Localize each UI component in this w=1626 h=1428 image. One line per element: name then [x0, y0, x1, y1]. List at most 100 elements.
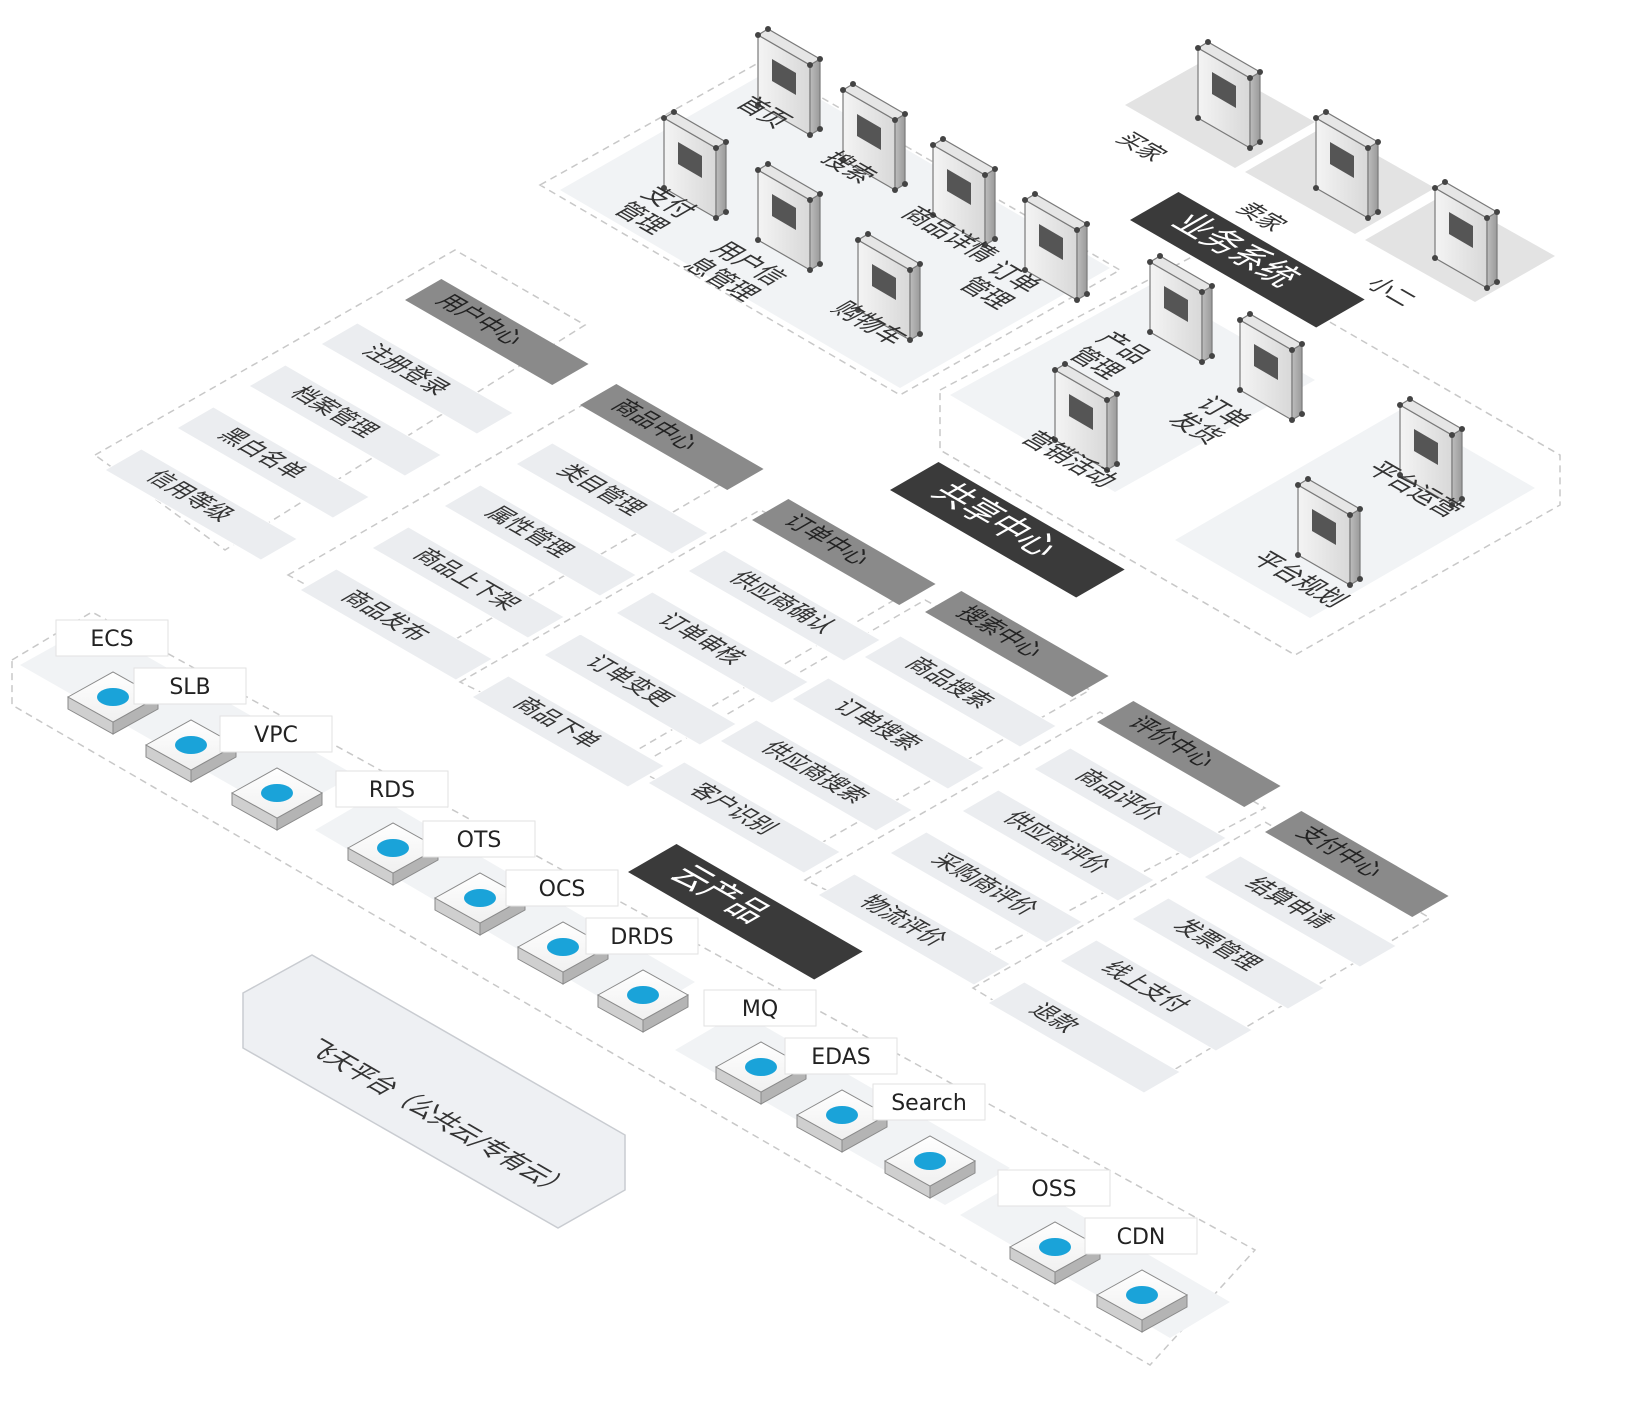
module-icon	[1414, 429, 1438, 465]
module-product_detail	[930, 136, 998, 248]
module-icon	[1039, 224, 1063, 260]
center-item-tile	[987, 981, 1182, 1094]
module-icon	[1449, 212, 1473, 248]
center-item-tile	[471, 675, 666, 788]
center-item-tile	[647, 761, 842, 874]
center-item-tile	[791, 677, 986, 790]
product-name: EDAS	[811, 1045, 870, 1070]
product-tag	[784, 1037, 898, 1075]
center-item-label: 商品上下架	[406, 544, 527, 614]
module-search	[840, 81, 908, 193]
product-tag	[1084, 1217, 1198, 1255]
center-banner-shape	[1097, 701, 1281, 807]
center-item-tile	[515, 442, 710, 555]
center-banner-shape	[925, 591, 1109, 697]
cloud-product-drds: DRDS	[585, 917, 699, 1033]
product-tag	[505, 869, 619, 907]
cloud-product-oss: OSS	[997, 1169, 1111, 1285]
module-payment	[661, 109, 729, 221]
product-tag	[585, 917, 699, 955]
center-banner: 商品中心	[580, 384, 764, 490]
center-item-tile	[687, 549, 882, 662]
product-tag	[55, 619, 169, 657]
role-box	[1432, 179, 1500, 291]
drds-icon	[627, 986, 659, 1004]
oss-icon	[1039, 1238, 1071, 1256]
center-item-label: 供应商搜索	[754, 737, 875, 807]
product-name: OTS	[457, 828, 502, 853]
mq-icon	[745, 1058, 777, 1076]
product-name: MQ	[742, 997, 778, 1022]
center-item-tile	[176, 406, 371, 519]
layer-outline	[93, 249, 587, 551]
center-item-tile	[104, 448, 299, 561]
cloud-product-search: Search	[872, 1083, 986, 1199]
module-icon	[947, 169, 971, 205]
module-order_mgmt	[1022, 191, 1090, 303]
ocs-icon	[547, 938, 579, 956]
module-product_mgmt	[1147, 253, 1215, 365]
shared-banner-shape	[890, 462, 1125, 598]
role-label: 买家	[1109, 128, 1173, 165]
center-item-tile	[371, 526, 566, 639]
cloud-banner: 云产品	[628, 844, 863, 980]
center-item-label: 采购商评价	[924, 849, 1045, 919]
vpc-icon	[261, 784, 293, 802]
center-banner-shape	[580, 384, 764, 490]
rds-icon	[377, 839, 409, 857]
center-banner-shape	[1265, 811, 1449, 917]
search-icon	[914, 1152, 946, 1170]
module-icon	[857, 114, 881, 150]
product-tag	[703, 989, 817, 1027]
module-platform_plan	[1295, 476, 1363, 588]
module-icon	[1254, 344, 1278, 380]
center-item-tile	[863, 635, 1058, 748]
product-name: OCS	[539, 877, 586, 902]
module-icon	[1069, 394, 1093, 430]
center-item-tile	[961, 789, 1156, 902]
layer-outline	[803, 711, 1267, 961]
center-item-tile	[719, 719, 914, 832]
product-tag	[219, 715, 333, 753]
center-item-tile	[248, 364, 443, 477]
center-item-tile	[615, 591, 810, 704]
cloud-product-edas: EDAS	[784, 1037, 898, 1153]
platform-layer: 飞天平台（公共云/专有云）	[242, 954, 626, 1229]
product-name: OSS	[1031, 1177, 1076, 1202]
center-item-tile	[889, 831, 1084, 944]
module-label-product_mgmt: 产品管理	[1061, 328, 1158, 384]
center-item-tile	[543, 633, 738, 746]
module-icon	[1212, 72, 1236, 108]
module-home	[755, 26, 823, 138]
layer-outline	[538, 61, 1122, 396]
product-name: VPC	[254, 723, 298, 748]
module-platform_ops	[1397, 396, 1465, 508]
ecs-icon	[97, 688, 129, 706]
product-tag	[997, 1169, 1111, 1207]
edas-icon	[826, 1106, 858, 1124]
product-tag	[133, 667, 247, 705]
center-item-tile	[320, 322, 515, 435]
module-icon	[1312, 509, 1336, 545]
center-item-label: 供应商评价	[996, 807, 1117, 877]
center-item-label: 供应商确认	[722, 567, 843, 637]
module-marketing	[1052, 361, 1120, 473]
module-cart	[855, 231, 923, 343]
module-icon	[772, 194, 796, 230]
module-user_info	[755, 161, 823, 273]
role-box	[1195, 39, 1263, 151]
center-item-tile	[299, 568, 494, 681]
cloud-product-slb: SLB	[133, 667, 247, 783]
module-icon	[1330, 142, 1354, 178]
ots-icon	[464, 889, 496, 907]
cloud-product-ots: OTS	[422, 820, 536, 936]
center-banner-shape	[405, 279, 589, 385]
module-icon	[1164, 286, 1188, 322]
